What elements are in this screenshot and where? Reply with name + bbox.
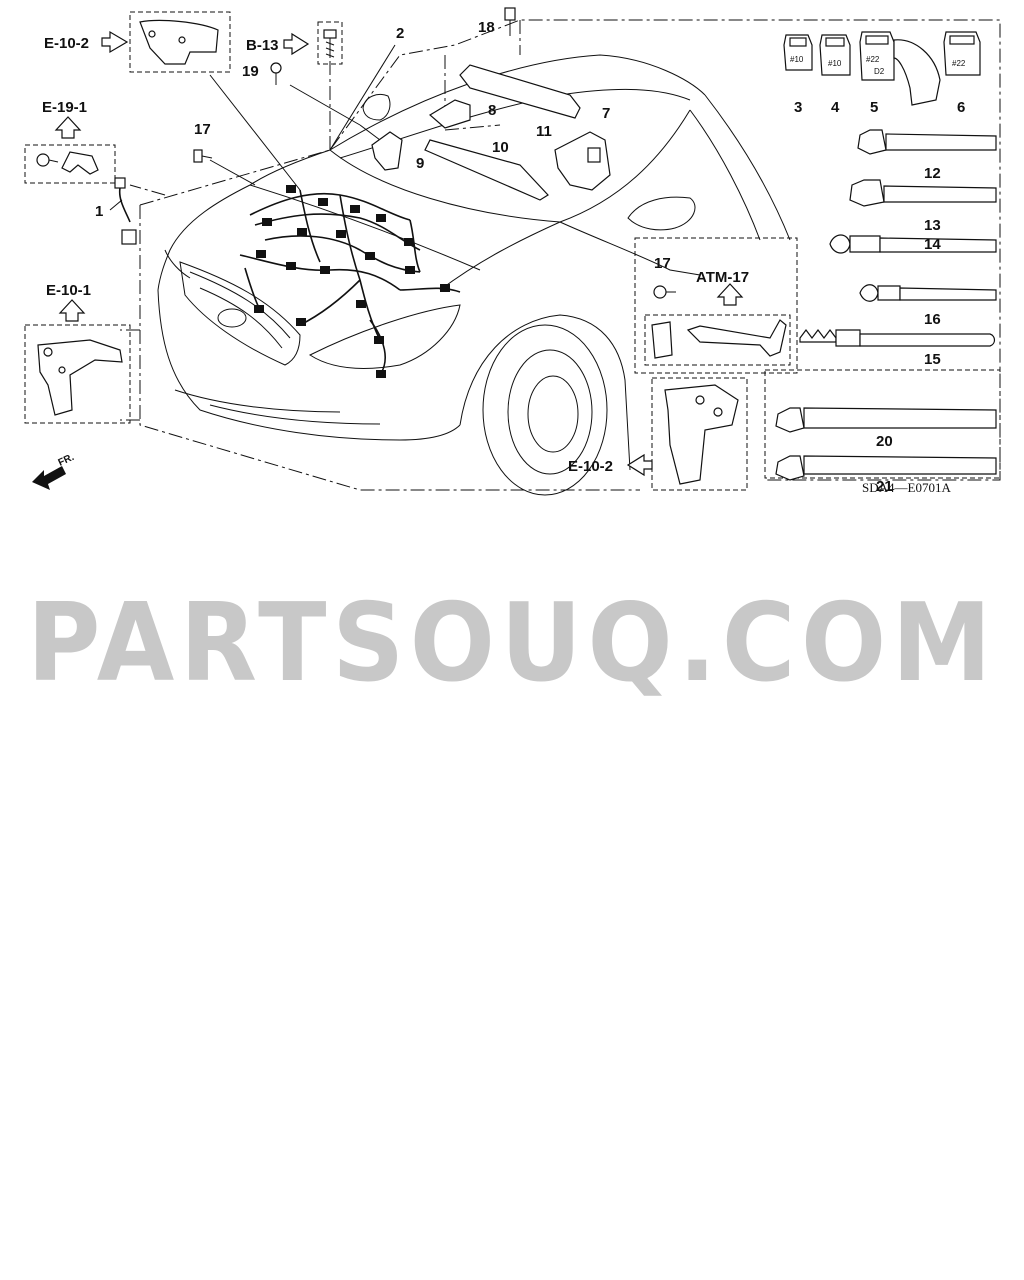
arrow-atm17-icon: [716, 283, 744, 306]
callout-11: 11: [536, 123, 552, 140]
callout-8: 8: [488, 102, 496, 119]
front-arrow-icon: [32, 466, 66, 490]
connector-marks: #10 #10 #22 D2 #22: [790, 55, 966, 76]
reference-arrows: [32, 30, 744, 490]
arrow-b13-icon: [283, 32, 310, 56]
callout-19: 19: [242, 63, 259, 80]
callout-21: 21: [876, 478, 893, 495]
ref-e10-2-top: E-10-2: [44, 35, 89, 52]
callout-7: 7: [602, 105, 610, 122]
bracket-e19-1: [24, 144, 116, 184]
sensor-1: [114, 177, 137, 245]
mark-connector-3: #10: [790, 55, 804, 64]
ref-e10-1: E-10-1: [46, 282, 91, 299]
connectors: [783, 31, 981, 106]
cable-ties: [764, 129, 1001, 481]
atm17-group: [634, 237, 798, 374]
ref-e19-1: E-19-1: [42, 99, 87, 116]
callout-3: 3: [794, 99, 802, 116]
ref-e10-2-bottom: E-10-2: [568, 458, 613, 475]
mark-connector-4: #10: [828, 59, 842, 68]
callout-13: 13: [924, 217, 941, 234]
callout-18: 18: [478, 19, 495, 36]
callout-6: 6: [957, 99, 965, 116]
mark-connector-6: #22: [952, 59, 966, 68]
callout-17-left: 17: [194, 121, 211, 138]
callout-5: 5: [870, 99, 878, 116]
holder-9: [371, 131, 403, 171]
car-outline: [157, 54, 791, 496]
callout-9: 9: [416, 155, 424, 172]
callout-1: 1: [95, 203, 103, 220]
arrow-e19-1-icon: [54, 116, 82, 139]
callout-12: 12: [924, 165, 941, 182]
mark-connector-5b: D2: [874, 67, 885, 76]
front-label: FR.: [57, 452, 76, 469]
arrow-e10-2-bottom-icon: [626, 453, 653, 477]
box-7: [554, 131, 611, 191]
callout-14: 14: [924, 236, 941, 253]
harness-clamps: [371, 64, 611, 201]
bracket-e10-2-bottom: [651, 377, 748, 491]
clamp-11: [459, 64, 581, 119]
bolts: [193, 7, 516, 163]
bracket-e10-2-top: [129, 11, 231, 73]
reference-labels: E-10-2 B-13 E-19-1 E-10-1 ATM-17 E-10-2: [42, 35, 749, 475]
part-callouts: 1 2 3 4 5 6 7 8 9 10 11 12 13 14 15 16 1…: [95, 19, 965, 495]
callout-15: 15: [924, 351, 941, 368]
engine-wire-harness: [239, 185, 461, 378]
callout-10: 10: [492, 139, 509, 156]
mark-connector-5: #22: [866, 55, 880, 64]
callout-16: 16: [924, 311, 941, 328]
clamp-8: [428, 99, 471, 129]
callout-17-right: 17: [654, 255, 671, 272]
bolt-b13: [317, 21, 343, 65]
diagram-code: SDA4—E0701A: [862, 480, 951, 495]
bracket-e10-1: [24, 324, 131, 424]
watermark: PARTSOUQ.COM: [27, 581, 997, 706]
arrow-e10-2-top-icon: [101, 30, 129, 54]
bracket-10: [424, 139, 549, 201]
arrow-e10-1-icon: [58, 299, 86, 322]
ref-b13: B-13: [246, 37, 279, 54]
ref-atm17: ATM-17: [696, 269, 749, 286]
callout-2: 2: [396, 25, 404, 42]
callout-4: 4: [831, 99, 840, 116]
callout-20: 20: [876, 433, 893, 450]
